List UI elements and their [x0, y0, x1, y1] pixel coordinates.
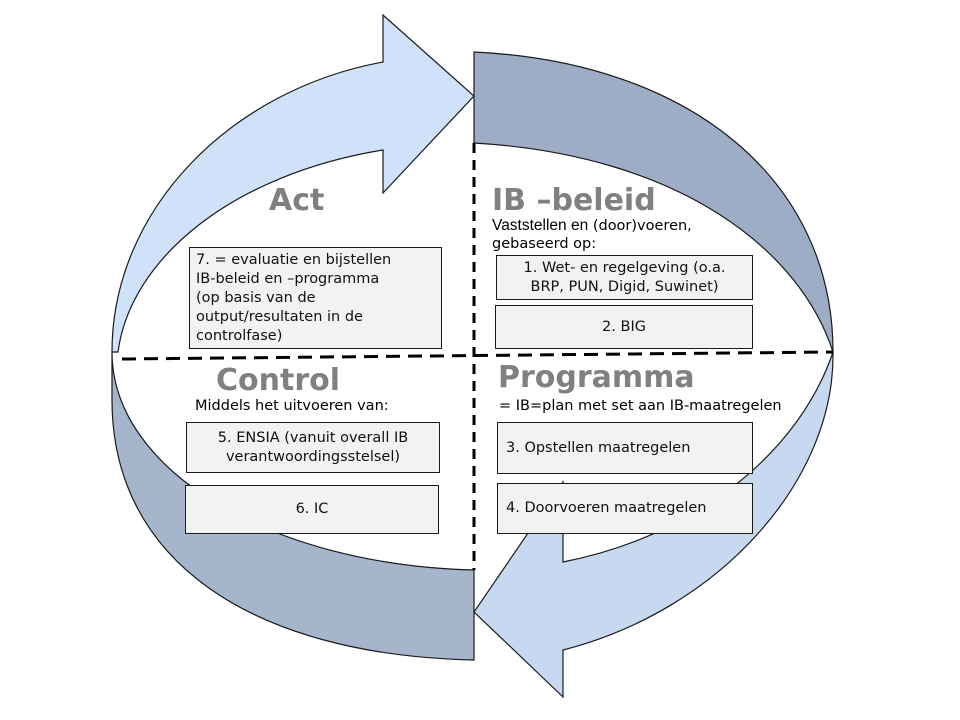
programma-subtitle: = IB=plan met set aan IB-maatregelen [499, 398, 782, 414]
ib-beleid-subtitle-part2: (door)voeren, [588, 218, 692, 234]
act-box-1: 7. = evaluatie en bijstellen IB-beleid e… [189, 247, 442, 349]
phase-title-ib-beleid: IB –beleid [492, 183, 656, 218]
divider-horizontal [121, 350, 834, 361]
ib-beleid-box-1-line: 1. Wet- en regelgeving (o.a. [523, 259, 726, 276]
programma-box-3: 3. Opstellen maatregelen [497, 422, 753, 474]
control-box-5-line: 5. ENSIA (vanuit overall IB [217, 429, 409, 446]
phase-title-programma: Programma [498, 360, 695, 395]
cycle-arrow-programma-to-control [473, 351, 834, 699]
phase-title-act: Act [269, 183, 325, 218]
act-box-1-line: (op basis van de [196, 289, 316, 306]
control-subtitle: Middels het uitvoeren van: [195, 398, 389, 414]
control-box-6: 6. IC [185, 485, 439, 534]
control-box-5-line: verantwoordingsstelsel) [225, 448, 401, 465]
control-box-5: 5. ENSIA (vanuit overall IB verantwoordi… [186, 422, 440, 473]
ib-beleid-subtitle-part1: Vaststellen en [492, 217, 589, 234]
ib-beleid-subtitle: Vaststellen en (door)voeren, [492, 216, 692, 236]
phase-title-control: Control [216, 363, 341, 398]
ib-beleid-box-1-line: BRP, PUN, Digid, Suwinet) [530, 278, 719, 295]
control-box-6-line: 6. IC [295, 501, 329, 517]
act-box-1-line: 7. = evaluatie en bijstellen [196, 251, 392, 268]
cycle-arrow-act-to-beleid [111, 13, 475, 353]
programma-box-4-line: 4. Doorvoeren maatregelen [506, 500, 707, 516]
cycle-arrow-control-to-programma [111, 351, 475, 661]
cycle-arrow-beleid-to-programma [473, 51, 834, 353]
ib-beleid-subtitle-line2: gebaseerd op: [492, 236, 597, 252]
programma-box-4: 4. Doorvoeren maatregelen [497, 483, 753, 534]
programma-box-3-line: 3. Opstellen maatregelen [506, 439, 691, 456]
ib-beleid-box-2-line: 2. BIG [602, 318, 646, 335]
act-box-1-line: controlfase) [196, 327, 283, 344]
act-box-1-line: output/resultaten in de [196, 308, 363, 325]
ib-beleid-box-1: 1. Wet- en regelgeving (o.a. BRP, PUN, D… [496, 255, 753, 300]
act-box-1-line: IB-beleid en –programma [196, 270, 380, 287]
ib-beleid-box-2: 2. BIG [495, 305, 753, 349]
